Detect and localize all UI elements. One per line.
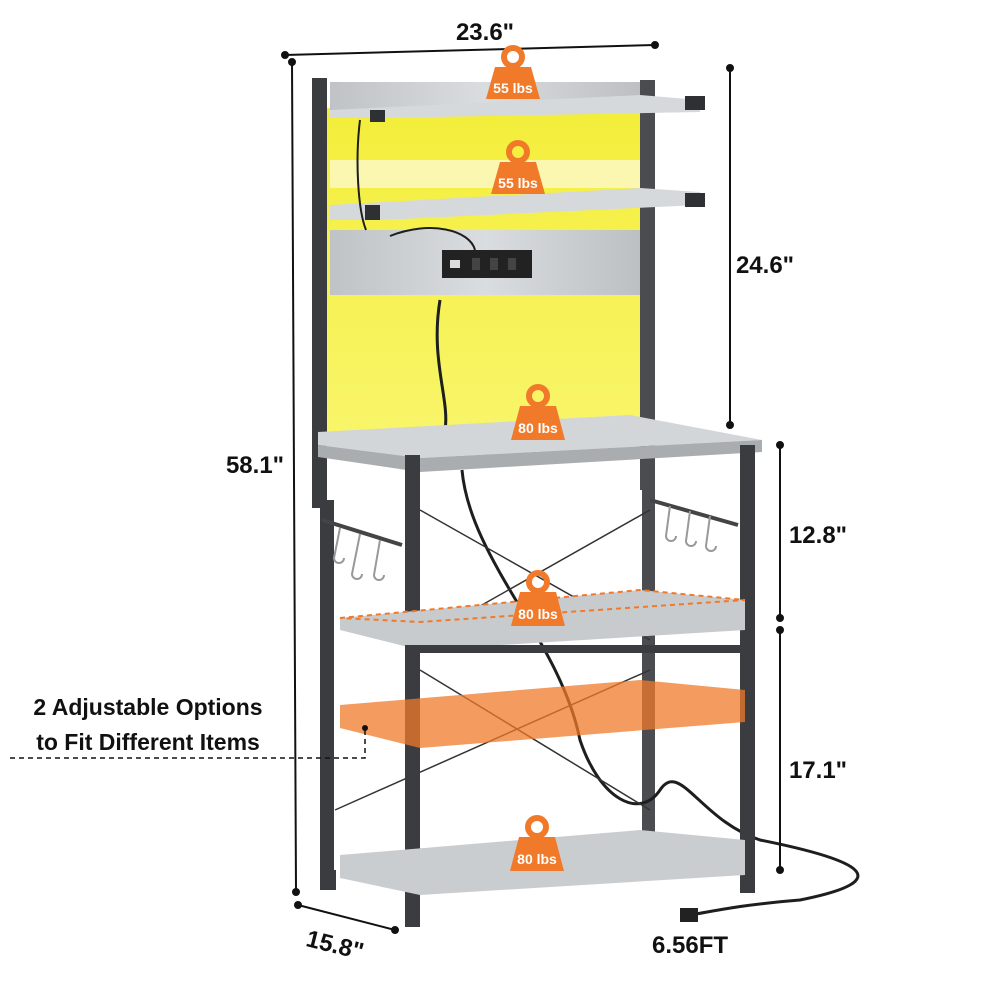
left-hooks [332, 527, 385, 581]
depth-label: 15.8" [303, 925, 366, 965]
front-left-leg [405, 455, 420, 927]
weight-icon [511, 406, 565, 440]
svg-text:55 lbs: 55 lbs [493, 80, 533, 96]
front-right-leg [740, 445, 755, 893]
rear-right-leg [642, 490, 655, 870]
svg-text:80 lbs: 80 lbs [517, 851, 557, 867]
svg-text:80 lbs: 80 lbs [518, 606, 558, 622]
weight-badge-top-shelf: 55 lbs [486, 45, 540, 99]
svg-text:55 lbs: 55 lbs [498, 175, 538, 191]
width-label: 23.6" [456, 19, 514, 46]
left-hook-bar [321, 518, 403, 547]
upper-gap-label: 12.8" [789, 522, 847, 549]
weight-badge-second-shelf: 55 lbs [491, 140, 545, 194]
weight-icon [491, 162, 545, 194]
adjustable-shelf-position [340, 680, 745, 748]
weight-icon [511, 592, 565, 626]
adjustable-note-leader [10, 728, 366, 759]
rear-right-post [640, 80, 655, 490]
cord-length-label: 6.56FT [652, 932, 728, 959]
second-shelf-back [330, 160, 640, 188]
weight-badge-middle-shelf: 80 lbs [511, 570, 565, 626]
weight-badge-countertop: 80 lbs [511, 384, 565, 440]
top-shelf [330, 95, 700, 118]
lower-gap-label: 17.1" [789, 757, 847, 784]
right-hook-bar [649, 498, 739, 527]
rear-left-leg [320, 500, 334, 890]
second-shelf [330, 188, 700, 220]
power-cord [435, 299, 860, 917]
weight-icon [486, 67, 540, 99]
plug-icon [680, 908, 698, 922]
weight-badge-bottom-shelf: 80 lbs [510, 815, 564, 871]
weight-icon [510, 837, 564, 871]
hutch-height-label: 24.6" [736, 252, 794, 279]
total-height-label: 58.1" [226, 452, 284, 479]
rear-left-post [312, 78, 327, 508]
adjustable-note-line2: to Fit Different Items [36, 729, 260, 755]
svg-text:80 lbs: 80 lbs [518, 420, 558, 436]
right-hooks [664, 505, 717, 552]
adjustable-note-line1: 2 Adjustable Options [33, 694, 262, 720]
